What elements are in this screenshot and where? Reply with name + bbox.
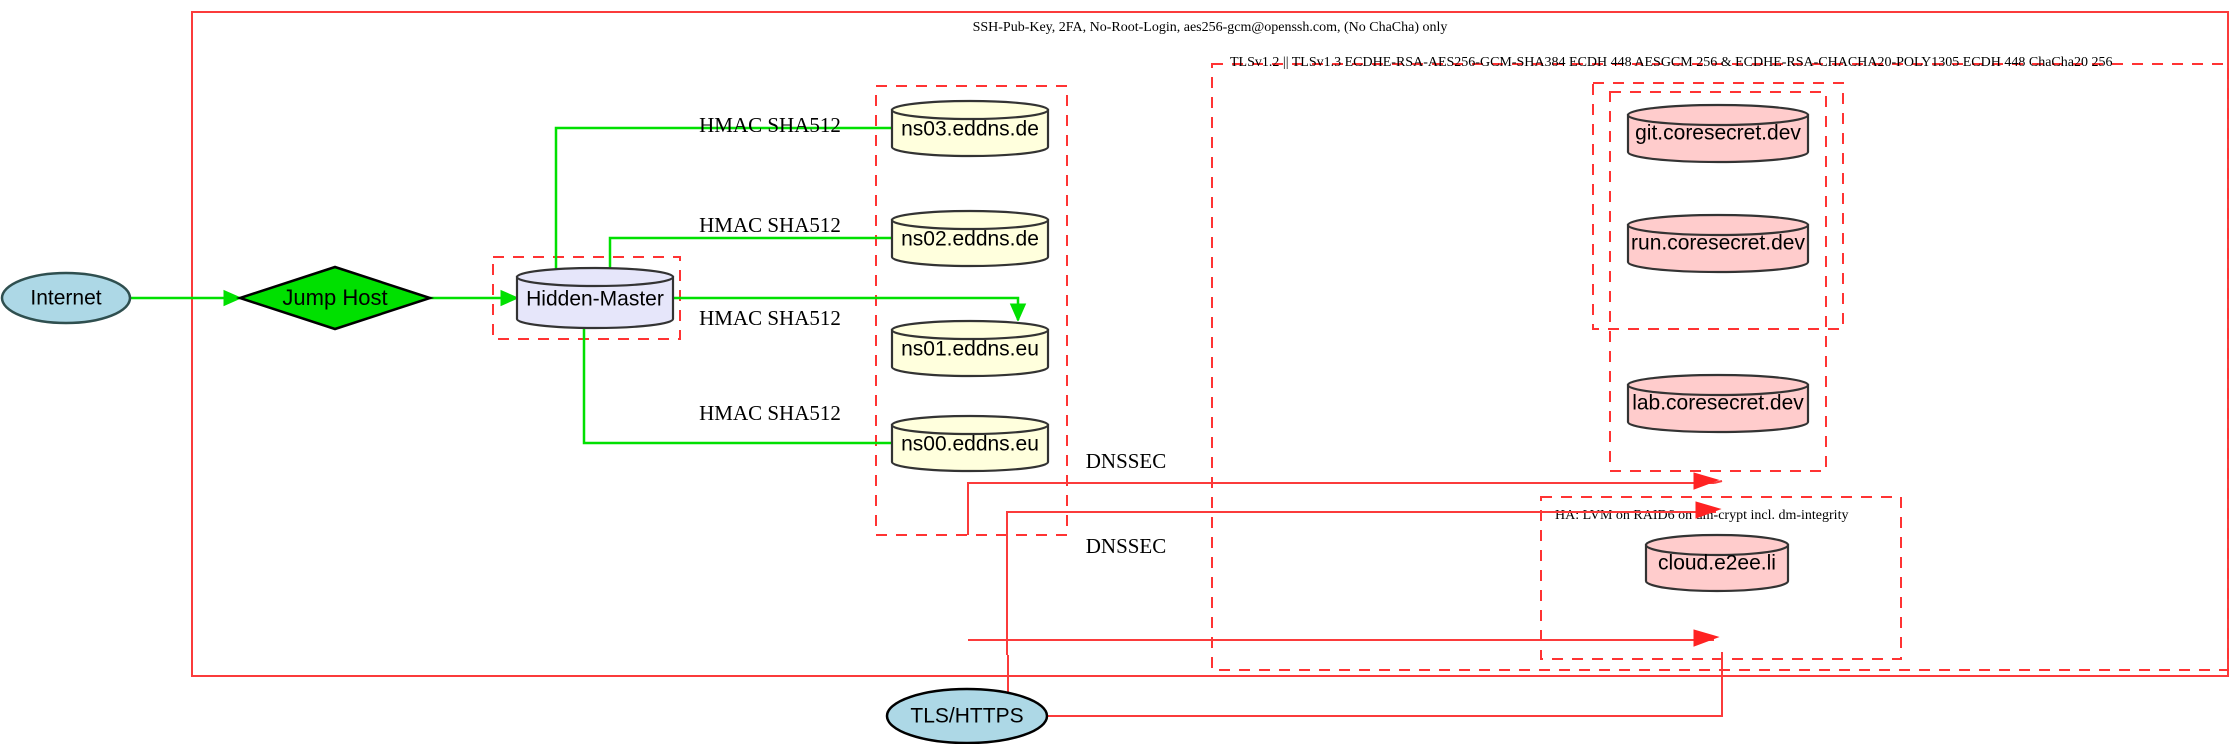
edge-label-hmac-ns01: HMAC SHA512 (699, 306, 841, 330)
git-body (1626, 113, 1810, 164)
hidden-master-body (515, 275, 675, 330)
edge-hm-ns03 (554, 128, 912, 275)
dnssec-lower-route (1006, 511, 1716, 655)
dnssec-upper-arrow (1713, 480, 1723, 484)
node-internet[interactable]: Internet (0, 271, 132, 325)
node-tlshttps-label: TLS/HTTPS (910, 705, 1023, 728)
ns03-body (890, 108, 1050, 158)
cluster-ssh (191, 11, 2229, 677)
ns01-body (890, 328, 1050, 378)
dnssec-lower-arrowhead (1695, 501, 1722, 519)
dnssec-upper-route (967, 482, 1714, 535)
cluster-coresecret-outer (1592, 82, 1844, 330)
edge-label-hmac-ns03: HMAC SHA512 (699, 113, 841, 137)
node-ns02[interactable]: ns02.eddns.de (890, 209, 1050, 268)
tlshttps-ellipse (885, 687, 1049, 744)
node-lab-coresecret[interactable]: lab.coresecret.dev (1626, 373, 1810, 434)
node-hidden-master-label: Hidden-Master (526, 288, 664, 311)
lab-body (1626, 383, 1810, 434)
edge-label-dnssec-upper: DNSSEC (1086, 449, 1167, 473)
node-tls-https[interactable]: TLS/HTTPS (885, 687, 1049, 744)
node-run-coresecret[interactable]: run.coresecret.dev (1626, 213, 1810, 274)
cloud-body (1644, 543, 1790, 593)
git-top (1626, 103, 1810, 127)
internet-ellipse (0, 271, 132, 325)
node-cloud-label: cloud.e2ee.li (1658, 552, 1776, 575)
ns00-body (890, 423, 1050, 473)
node-git-coresecret[interactable]: git.coresecret.dev (1626, 103, 1810, 164)
edge-label-hmac-ns02: HMAC SHA512 (699, 213, 841, 237)
cluster-tls (1211, 63, 2229, 671)
ns02-top (890, 209, 1050, 231)
edge-hm-ns02 (608, 238, 912, 275)
cluster-coresecret-inner (1609, 91, 1827, 472)
run-top (1626, 213, 1810, 237)
cluster-tls-label: TLSv1.2 || TLSv1.3 ECDHE-RSA-AES256-GCM-… (1230, 55, 2112, 70)
ns01-top (890, 319, 1050, 341)
coresecret-route-mid-arrowhead (1693, 629, 1720, 647)
ns02-body (890, 218, 1050, 268)
node-ns00-label: ns00.eddns.eu (901, 433, 1039, 456)
edge-label-dnssec-lower: DNSSEC (1086, 534, 1167, 558)
node-jump-host[interactable]: Jump Host (235, 265, 435, 331)
edge-hm-ns01 (665, 296, 1018, 320)
node-git-label: git.coresecret.dev (1635, 122, 1801, 145)
node-hidden-master[interactable]: Hidden-Master (515, 266, 675, 330)
edge-label-hmac-ns00: HMAC SHA512 (699, 401, 841, 425)
edge-hm-ns00 (582, 320, 912, 443)
jump-host-diamond (235, 265, 435, 331)
dnssec-upper-arrowhead (1693, 472, 1720, 490)
ns03-top (890, 99, 1050, 121)
node-internet-label: Internet (30, 287, 101, 310)
node-ns01-label: ns01.eddns.eu (901, 338, 1039, 361)
node-ns00[interactable]: ns00.eddns.eu (890, 414, 1050, 473)
hidden-master-top (515, 266, 675, 288)
node-cloud-e2ee[interactable]: cloud.e2ee.li (1644, 533, 1790, 593)
lab-top (1626, 373, 1810, 397)
node-ns02-label: ns02.eddns.de (901, 228, 1039, 251)
tlshttps-right-route (1047, 652, 1723, 717)
node-jump-host-label: Jump Host (282, 285, 387, 310)
node-lab-label: lab.coresecret.dev (1632, 392, 1804, 415)
node-run-label: run.coresecret.dev (1631, 232, 1805, 255)
node-ns01[interactable]: ns01.eddns.eu (890, 319, 1050, 378)
ns00-top (890, 414, 1050, 436)
run-body (1626, 223, 1810, 274)
node-ns03-label: ns03.eddns.de (901, 118, 1039, 141)
node-ns03[interactable]: ns03.eddns.de (890, 99, 1050, 158)
cloud-top (1644, 533, 1790, 557)
cluster-ssh-label: SSH-Pub-Key, 2FA, No-Root-Login, aes256-… (973, 20, 1448, 35)
